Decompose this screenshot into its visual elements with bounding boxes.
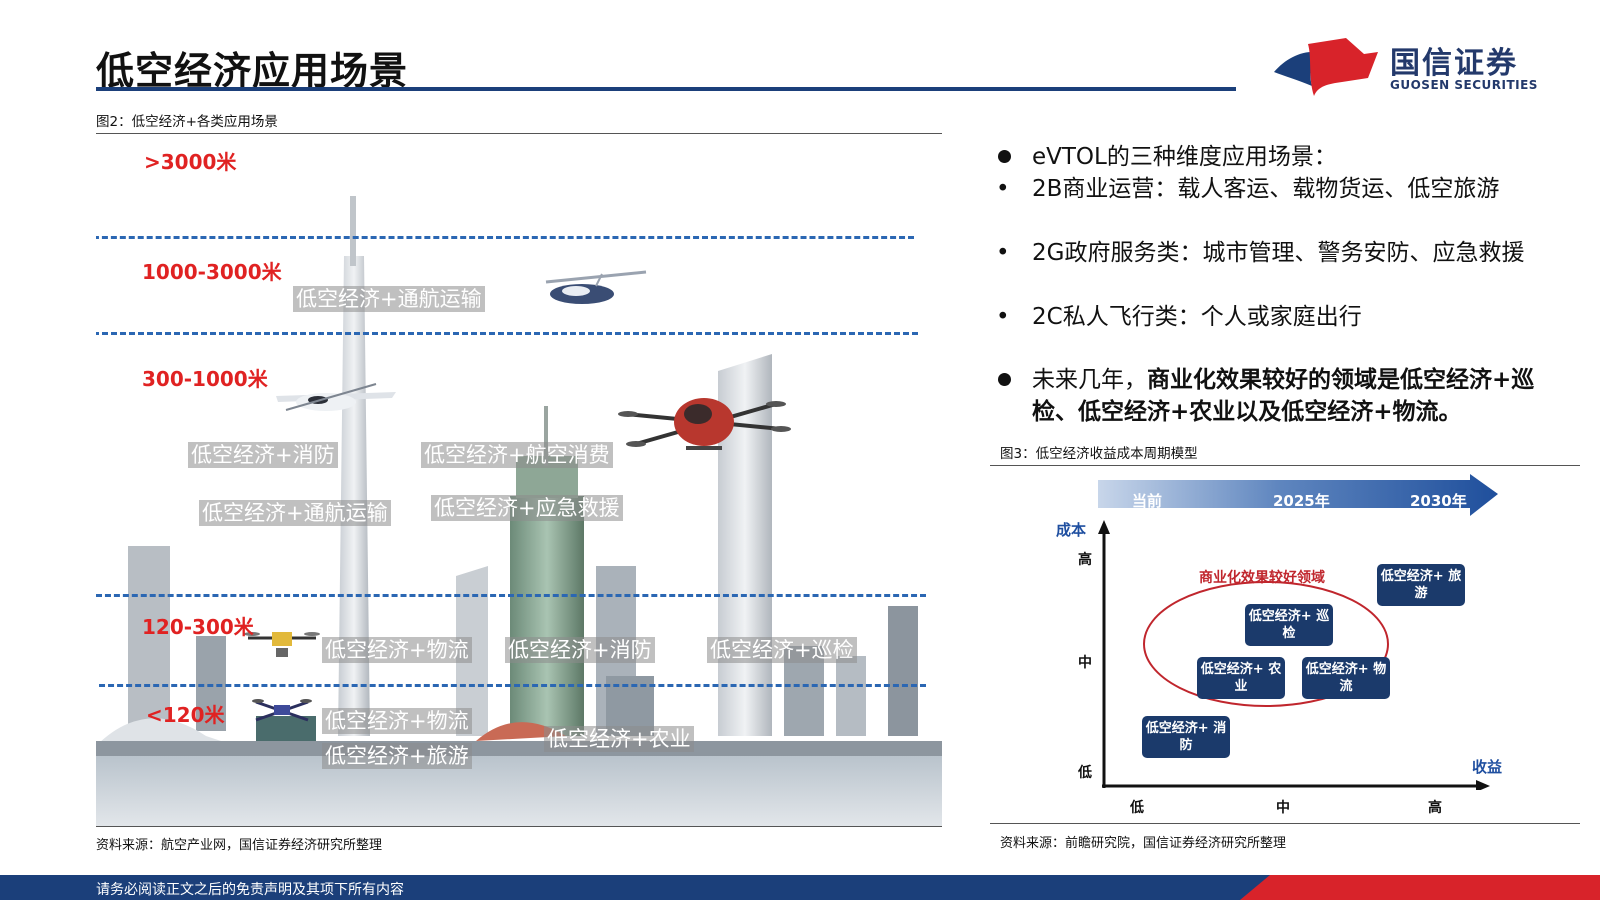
logo-english-name: GUOSEN SECURITIES: [1390, 78, 1538, 92]
altitude-label-1000-3000: 1000-3000米: [142, 260, 282, 284]
scene-label-emergency-rescue: 低空经济+应急救援: [431, 495, 623, 521]
box-inspection: 低空经济+ 巡检: [1245, 604, 1333, 646]
x-tick-mid: 中: [1276, 800, 1290, 816]
footer-red-accent: [1240, 875, 1600, 900]
y-axis-name-cost: 成本: [1056, 521, 1087, 539]
timeline-2025: 2025年: [1273, 492, 1330, 510]
y-tick-mid: 中: [1078, 655, 1092, 671]
x-tick-high: 高: [1428, 800, 1442, 816]
evtol-aircraft-icon: [545, 270, 647, 304]
sub-bullet-2g: 2G政府服务类：城市管理、警务安防、应急救援: [1032, 240, 1525, 266]
bullet-dot-2: [998, 373, 1011, 386]
figure3-caption: 图3：低空经济收益成本周期模型: [1000, 446, 1198, 462]
figure3-bottom-rule: [990, 823, 1580, 824]
scene-label-logistics-high: 低空经济+物流: [322, 637, 472, 663]
scene-label-firefighting-low: 低空经济+消防: [505, 637, 655, 663]
box-agriculture: 低空经济+ 农业: [1197, 657, 1285, 699]
figure3-source: 资料来源：前瞻研究院，国信证券经济研究所整理: [1000, 836, 1287, 851]
altitude-label-120-300: 120-300米: [142, 615, 254, 639]
y-tick-high: 高: [1078, 552, 1092, 568]
scene-label-tourism: 低空经济+旅游: [322, 743, 472, 769]
logo-chinese-name: 国信证券: [1390, 46, 1518, 81]
scene-label-aviation-transport-high: 低空经济+通航运输: [293, 286, 485, 312]
figure2-caption: 图2：低空经济+各类应用场景: [96, 114, 278, 130]
figure2-source: 资料来源：航空产业网，国信证券经济研究所整理: [96, 838, 383, 853]
sub-bullet-marker: •: [996, 304, 1010, 330]
altitude-divider-1000: [96, 332, 918, 335]
logistics-drone-icon: [244, 632, 320, 657]
scene-label-aviation-transport-mid: 低空经济+通航运输: [199, 500, 391, 526]
bullet-commercialization-bold: 商业化效果较好的领域是低空经济+巡检、低空经济+农业以及低空经济+物流。: [1032, 367, 1535, 425]
passenger-drone-icon: [618, 398, 791, 450]
bullet-dot-1: [998, 150, 1011, 163]
box-logistics: 低空经济+ 物流: [1302, 657, 1390, 699]
bullet-commercialization: 未来几年，商业化效果较好的领域是低空经济+巡检、低空经济+农业以及低空经济+物流…: [1032, 364, 1572, 428]
figure3-top-rule: [990, 465, 1580, 466]
altitude-label-above-3000: >3000米: [144, 150, 237, 174]
scene-label-aviation-consumption: 低空经济+航空消费: [421, 442, 613, 468]
x-axis-name-revenue: 收益: [1472, 758, 1503, 776]
small-quadcopter-icon: [252, 699, 312, 722]
scene-label-firefighting-high: 低空经济+消防: [188, 442, 338, 468]
bullet-commercialization-plain: 未来几年，: [1032, 367, 1147, 393]
x-tick-low: 低: [1130, 800, 1144, 816]
altitude-divider-3000: [96, 236, 914, 239]
scene-label-inspection: 低空经济+巡检: [707, 637, 857, 663]
box-firefighting: 低空经济+ 消防: [1142, 716, 1230, 758]
timeline-now: 当前: [1132, 492, 1163, 510]
scene-label-logistics-low: 低空经济+物流: [322, 708, 472, 734]
sub-bullet-marker: •: [996, 240, 1010, 266]
figure2-bottom-rule: [96, 826, 942, 827]
page-title: 低空经济应用场景: [96, 49, 409, 93]
altitude-divider-300: [96, 594, 926, 597]
title-underline: [96, 87, 1236, 91]
figure2-top-rule: [96, 133, 942, 134]
altitude-label-300-1000: 300-1000米: [142, 367, 268, 391]
commercialization-zone-title: 商业化效果较好领域: [1199, 570, 1325, 586]
scene-label-agriculture: 低空经济+农业: [544, 726, 694, 752]
altitude-divider-120: [96, 684, 926, 687]
timeline-2030: 2030年: [1410, 492, 1467, 510]
y-tick-low: 低: [1078, 765, 1092, 781]
sub-bullet-2c: 2C私人飞行类：个人或家庭出行: [1032, 304, 1362, 330]
altitude-label-below-120: <120米: [146, 703, 225, 727]
bullet-evtol-title: eVTOL的三种维度应用场景：: [1032, 144, 1337, 170]
footer-disclaimer: 请务必阅读正文之后的免责声明及其项下所有内容: [96, 882, 404, 898]
box-tourism: 低空经济+ 旅游: [1377, 564, 1465, 606]
winged-evtol-icon: [276, 383, 396, 411]
timeline-arrow: [1098, 474, 1498, 516]
guosen-logo-icon: [1274, 38, 1378, 96]
sub-bullet-2b: 2B商业运营：载人客运、载物货运、低空旅游: [1032, 176, 1500, 202]
cost-revenue-axes: [1098, 520, 1490, 790]
sub-bullet-marker: •: [996, 176, 1010, 202]
